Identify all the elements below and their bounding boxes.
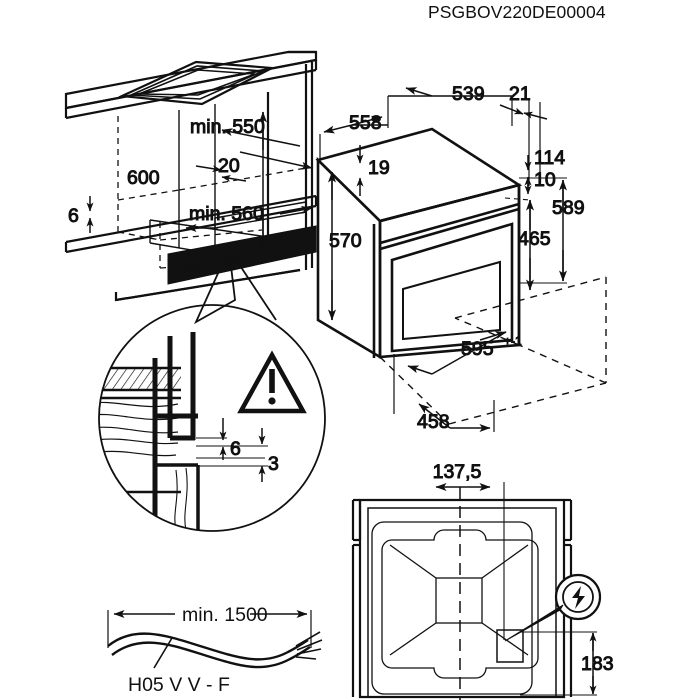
dimension-body-depth [387, 87, 513, 128]
hob-cutout [117, 60, 276, 106]
oven-footprint-hidden [379, 276, 607, 425]
label-body-height: 570 [329, 230, 362, 252]
label-front-width: 595 [461, 338, 494, 360]
label-panel-edge: 10 [534, 169, 556, 191]
label-cable-length: min. 1500 [182, 604, 268, 626]
label-detail-6: 6 [230, 438, 241, 460]
label-connection-x: 137,5 [433, 461, 482, 483]
dimension-front-height [519, 177, 567, 284]
power-cable-view [107, 610, 323, 669]
cabinet-hidden-edges [117, 116, 307, 269]
label-niche-width: min. 560 [189, 203, 264, 225]
label-control-panel: 114 [534, 147, 565, 169]
label-worktop-thickness: 6 [68, 205, 79, 227]
label-front-width-tolerance: +-1 [504, 334, 522, 348]
label-connection-y: 183 [581, 653, 614, 675]
oven-rear-view: 137,5 183 [351, 461, 614, 700]
cable-wire-ends [295, 631, 323, 660]
label-front-height: 589 [552, 197, 585, 219]
dimension-door-height [504, 197, 534, 291]
wood-grain-panel [174, 467, 188, 531]
dimension-niche-depth [221, 128, 313, 170]
lightning-bolt-icon [504, 573, 602, 642]
dimension-detail-3 [196, 428, 268, 482]
dimension-door-offset [499, 100, 548, 186]
warning-triangle-icon [237, 350, 307, 414]
document-number: PSGBOV220DE00004 [428, 2, 606, 22]
cabinet-plinth [167, 225, 317, 285]
label-door-offset: 21 [509, 83, 531, 105]
label-door-height: 465 [518, 228, 551, 250]
label-top-panel: 19 [368, 157, 390, 179]
dimension-connection-x [435, 482, 505, 640]
dimension-body-width [319, 115, 388, 160]
worktop-detail-view: 6 3 [98, 304, 326, 532]
wood-grain-texture [99, 401, 179, 457]
label-body-depth: 539 [452, 83, 485, 105]
oven-body-view: 539 21 558 [315, 83, 607, 434]
label-body-width: 558 [349, 112, 382, 134]
label-detail-3: 3 [268, 453, 279, 475]
dimension-detail-6 [196, 418, 265, 460]
label-front-gap: 20 [218, 155, 240, 177]
dimension-front-width [407, 331, 507, 375]
label-base-depth: 458 [417, 411, 450, 433]
label-niche-depth: min. 550 [190, 116, 265, 138]
dimension-niche-width [185, 206, 313, 232]
dimension-base-depth [393, 354, 495, 432]
detail-callout-wedge [194, 245, 277, 325]
dimension-front-gap [195, 165, 247, 182]
label-cable-type: H05 V V - F [128, 674, 230, 696]
cabinet-niche-view: 600 6 min. 550 20 [64, 50, 318, 325]
label-niche-height: 600 [127, 167, 160, 189]
worktop-slab [64, 50, 318, 120]
dimension-connection-y [520, 631, 597, 696]
